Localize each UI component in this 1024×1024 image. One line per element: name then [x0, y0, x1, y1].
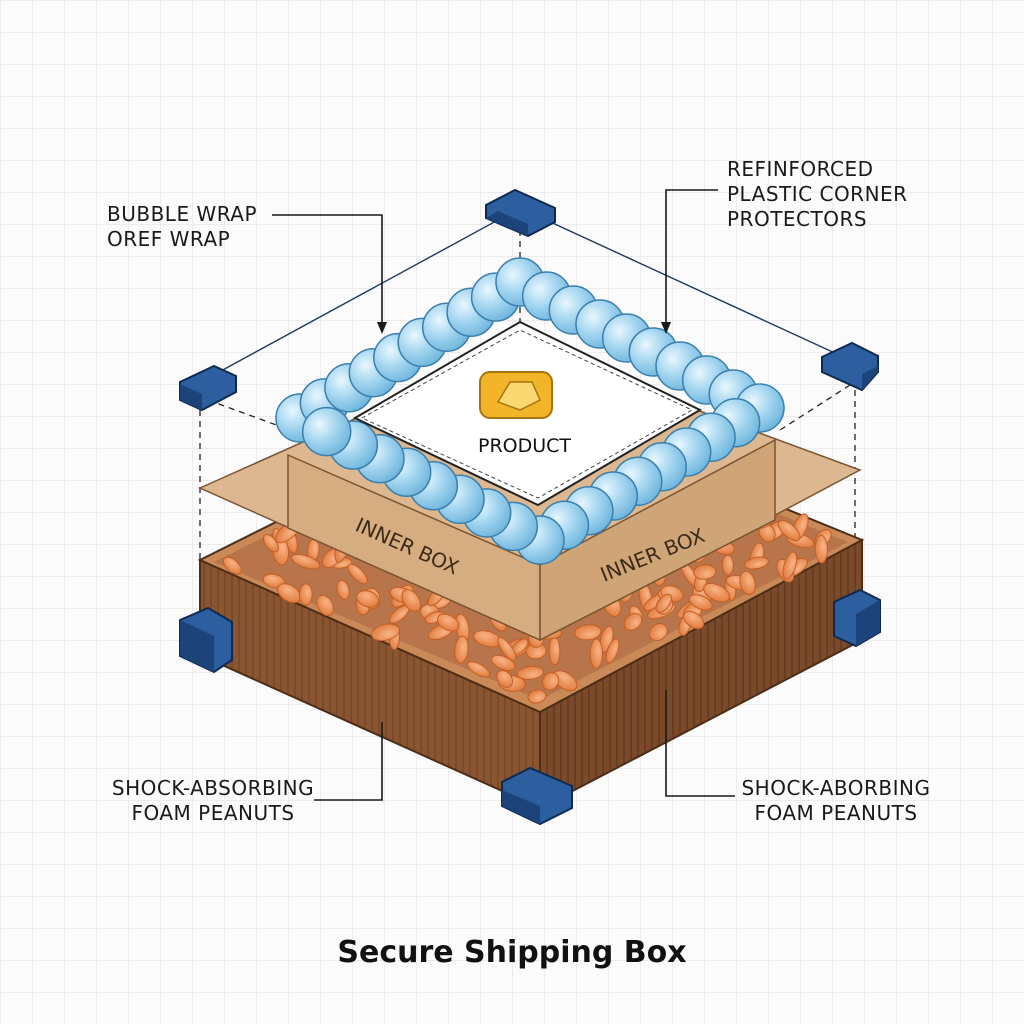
foam-peanut: [436, 613, 460, 632]
bubble-wrap: [275, 257, 785, 565]
product-icon: [479, 371, 553, 419]
foam-peanut: [689, 594, 713, 611]
corner-protector-top: [485, 188, 556, 238]
bubble-wrap-label: BUBBLE WRAP OREF WRAP: [107, 202, 257, 252]
foam-peanut: [298, 583, 313, 606]
foam-peanut: [466, 661, 491, 678]
foam-peanut: [682, 610, 705, 630]
foam-peanut: [548, 636, 561, 666]
foam-peanut: [291, 553, 321, 570]
foam-peanut: [703, 582, 731, 603]
bubble: [301, 406, 352, 457]
foam-peanut: [605, 638, 620, 664]
foam-peanut: [542, 672, 560, 691]
foam-peanut: [516, 665, 544, 680]
product-label: PRODUCT: [478, 435, 571, 457]
corner-protector-right: [821, 341, 879, 392]
foam-peanut: [336, 579, 350, 600]
foam-peanut: [527, 689, 547, 704]
guide-lines: [207, 207, 851, 379]
corner-protectors-label-line-2: PLASTIC CORNER: [727, 182, 908, 206]
foam-peanut: [370, 623, 400, 642]
foam-peanut: [574, 624, 602, 641]
foam-peanut: [623, 613, 643, 631]
foam-peanut: [693, 564, 717, 580]
foam-peanut: [262, 534, 279, 553]
foam-peanut: [777, 520, 801, 542]
foam-peanut: [744, 556, 769, 570]
foam-peanuts-label-left: SHOCK-ABSORBING FOAM PEANUTS: [102, 776, 324, 826]
corner-protector-bottom-left: [179, 606, 233, 674]
foam-peanut: [655, 593, 673, 613]
foam-peanuts-left-line-1: SHOCK-ABSORBING: [111, 776, 315, 800]
foam-peanut: [356, 590, 380, 608]
product-sheet: PRODUCT: [352, 320, 703, 507]
foam-peanut: [782, 551, 798, 580]
foam-peanuts-left-line-2: FOAM PEANUTS: [131, 801, 295, 825]
callout-leaders: [272, 189, 735, 801]
foam-peanut: [497, 636, 517, 661]
foam-peanuts-right-line-1: SHOCK-ABORBING: [741, 776, 931, 800]
bubble-wrap-label-line-1: BUBBLE WRAP: [107, 202, 258, 226]
foam-peanut: [316, 594, 335, 617]
foam-peanuts-right-line-2: FOAM PEANUTS: [754, 801, 918, 825]
foam-peanut: [589, 638, 603, 669]
corner-protector-bottom-front: [501, 766, 573, 826]
foam-peanut: [496, 669, 514, 688]
corner-protector-left: [179, 364, 237, 412]
corner-protectors-label-line-3: PROTECTORS: [727, 207, 868, 231]
foam-peanut: [739, 570, 756, 596]
foam-peanut: [347, 563, 368, 585]
foam-peanut: [648, 623, 668, 642]
diagram-title: Secure Shipping Box: [337, 935, 687, 970]
corner-protector-bottom-right: [833, 588, 881, 648]
foam-peanut: [814, 534, 829, 564]
foam-peanut: [401, 589, 421, 612]
corner-protectors: [179, 188, 881, 826]
corner-protectors-label-line-1: REFINFORCED: [727, 157, 874, 181]
foam-peanuts-label-right: SHOCK-ABORBING FOAM PEANUTS: [738, 776, 934, 826]
foam-peanut: [222, 556, 242, 575]
bubble-wrap-label-line-2: OREF WRAP: [107, 227, 231, 251]
corner-protectors-label: REFINFORCED PLASTIC CORNER PROTECTORS: [727, 157, 908, 232]
foam-peanut: [721, 554, 734, 576]
foam-peanut: [454, 635, 469, 664]
